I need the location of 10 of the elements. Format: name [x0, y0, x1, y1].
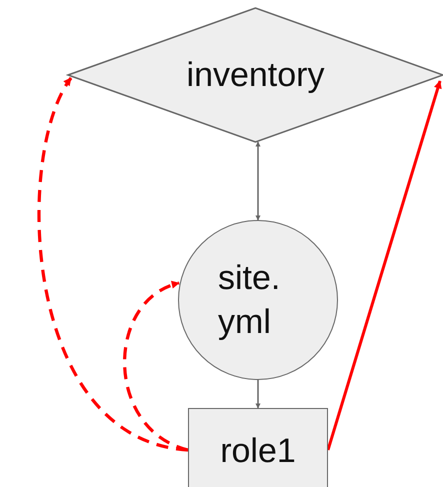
arrow: [256, 380, 260, 408]
process-box: [188, 408, 328, 487]
arrow: [38, 77, 188, 452]
node-label: inventory: [186, 54, 324, 96]
node-label: role1: [220, 431, 296, 472]
node-label: site. yml: [218, 258, 282, 343]
decision-diamond: [66, 7, 443, 143]
arrow: [256, 142, 260, 220]
arrow: [123, 282, 189, 452]
arrow: [326, 80, 442, 450]
